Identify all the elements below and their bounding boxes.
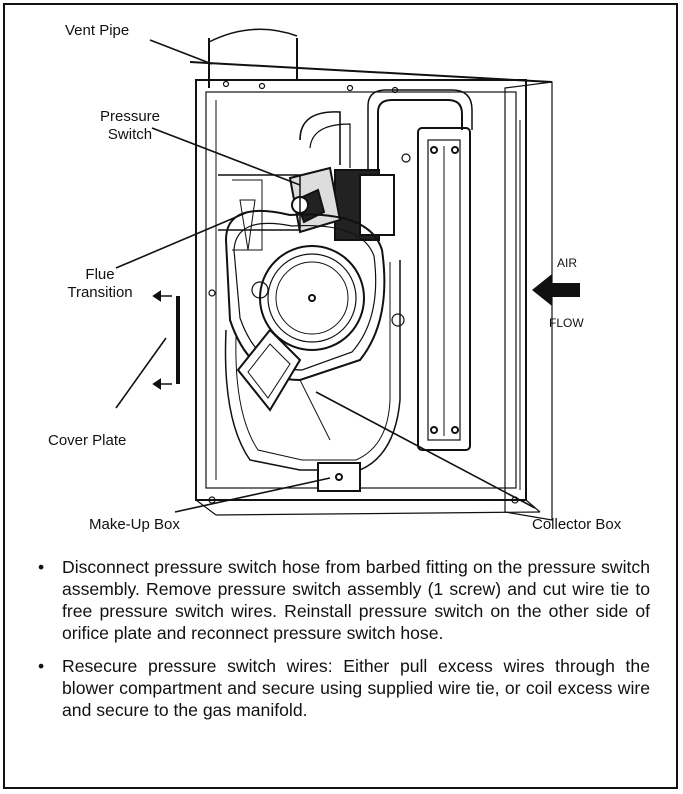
collector-box (417, 127, 471, 451)
side-panel (504, 81, 553, 521)
cover-plate-label: Cover Plate (48, 432, 127, 449)
page-border (3, 3, 678, 789)
cabinet-top-edge (189, 61, 553, 83)
flow-label: FLOW (549, 316, 584, 330)
collector-box-label: Collector Box (532, 516, 622, 533)
bullet-marker: • (38, 557, 45, 577)
instruction-list: • Disconnect pressure switch hose from b… (38, 556, 650, 732)
instruction-item: • Disconnect pressure switch hose from b… (38, 556, 650, 644)
make-up-box (317, 462, 361, 492)
flue-transition-label-line2: Transition (67, 284, 133, 301)
vent-pipe-label: Vent Pipe (65, 22, 130, 39)
leader-lines (115, 39, 536, 513)
lower-housing (224, 260, 401, 471)
air-label: AIR (557, 256, 578, 270)
air-flow-arrow (532, 274, 580, 306)
make-up-box-label: Make-Up Box (89, 516, 180, 533)
screws (208, 80, 519, 504)
instruction-text: Resecure pressure switch wires: Either p… (62, 656, 650, 720)
flue-transition-label: Flue Transition (55, 266, 145, 302)
instruction-text: Disconnect pressure switch hose from bar… (62, 557, 650, 643)
pressure-switch-label: Pressure Switch (90, 108, 170, 144)
pressure-switch-label-line1: Pressure (99, 108, 161, 125)
instruction-item: • Resecure pressure switch wires: Either… (38, 655, 650, 721)
pressure-switch-label-line2: Switch (107, 126, 153, 143)
furnace-diagram (115, 28, 580, 521)
bullet-marker: • (38, 656, 45, 676)
flue-transition (218, 174, 301, 251)
cover-plate (152, 290, 180, 390)
flue-transition-label-line1: Flue (85, 266, 115, 283)
